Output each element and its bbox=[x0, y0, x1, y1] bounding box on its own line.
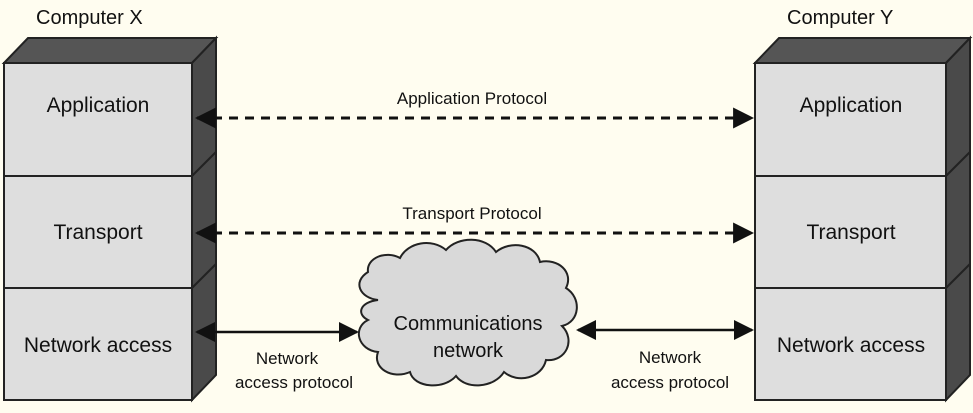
computer-x-transport-layer bbox=[3, 175, 193, 289]
network-access-left-label-line-2: access protocol bbox=[235, 373, 353, 392]
cloud-label-line-1: Communications bbox=[394, 313, 543, 335]
computer-y-side-network bbox=[945, 261, 971, 403]
cloud-label-line-2: network bbox=[433, 340, 504, 362]
computer-x-application-label: Application bbox=[47, 94, 150, 117]
network-access-right-label-line-1: Network bbox=[639, 348, 702, 367]
computer-x-title: Computer X bbox=[36, 7, 143, 29]
computer-y-application-layer bbox=[754, 62, 947, 177]
computer-y-title: Computer Y bbox=[787, 7, 893, 29]
computer-y-top-face bbox=[752, 37, 973, 64]
transport-protocol-link: Transport Protocol bbox=[194, 204, 755, 244]
computer-y-application-label: Application bbox=[800, 94, 903, 117]
computer-y-stack: Computer Y Application Transport Network… bbox=[752, 7, 973, 403]
computer-y-transport-label: Transport bbox=[806, 221, 895, 244]
network-access-right-label-line-2: access protocol bbox=[611, 373, 729, 392]
network-access-left-label-line-1: Network bbox=[256, 349, 319, 368]
application-protocol-label: Application Protocol bbox=[397, 89, 547, 108]
computer-y-network-access-layer bbox=[754, 287, 947, 401]
computer-x-network-access-layer bbox=[3, 287, 193, 401]
network-access-link-right: Network access protocol bbox=[576, 320, 754, 392]
application-protocol-link: Application Protocol bbox=[194, 89, 755, 129]
cloud-shape bbox=[357, 238, 578, 387]
communications-network-cloud: Communications network bbox=[357, 238, 578, 387]
network-access-link-left: Network access protocol bbox=[195, 322, 359, 392]
computer-x-network-access-label: Network access bbox=[24, 334, 172, 357]
computer-x-top-face bbox=[1, 37, 219, 64]
transport-protocol-label: Transport Protocol bbox=[402, 204, 541, 223]
computer-x-transport-label: Transport bbox=[53, 221, 142, 244]
computer-x-stack: Computer X Application Transport Network… bbox=[1, 7, 219, 403]
computer-y-network-access-label: Network access bbox=[777, 334, 925, 357]
computer-x-application-layer bbox=[3, 62, 193, 177]
